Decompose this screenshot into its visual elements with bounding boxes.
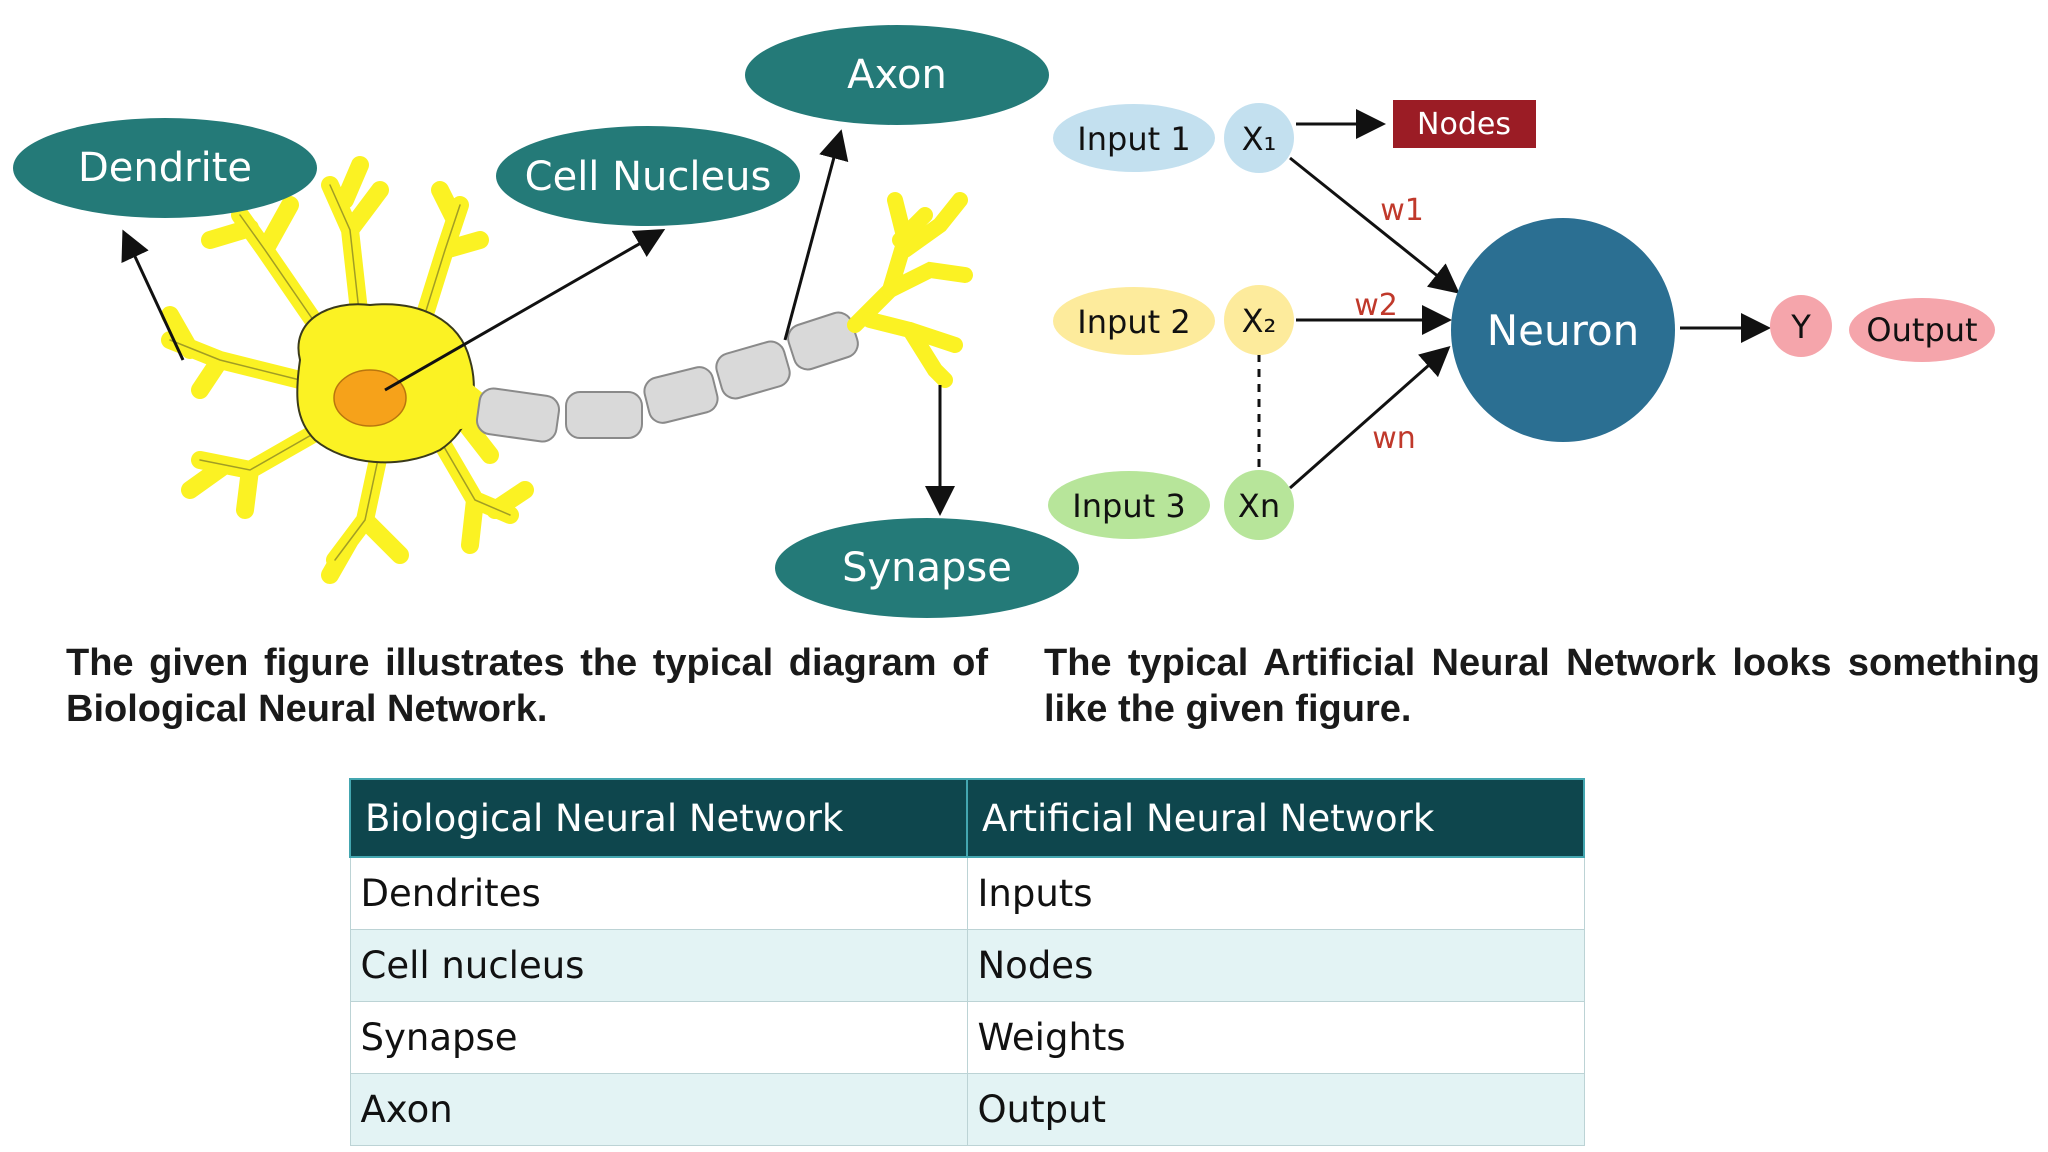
comparison-table: Biological Neural Network Artificial Neu… bbox=[349, 778, 1585, 1146]
weight-w1: w1 bbox=[1380, 193, 1424, 228]
table-cell: Dendrites bbox=[349, 856, 968, 930]
table-header-biological: Biological Neural Network bbox=[349, 778, 968, 858]
table-header-row: Biological Neural Network Artificial Neu… bbox=[349, 778, 1585, 858]
table-row: Synapse Weights bbox=[349, 1001, 1585, 1074]
x-node-2: X₂ bbox=[1224, 285, 1294, 355]
table-row: Dendrites Inputs bbox=[349, 856, 1585, 930]
label-axon-text: Axon bbox=[847, 52, 947, 98]
table-row: Axon Output bbox=[349, 1073, 1585, 1146]
output-pill: Output bbox=[1849, 298, 1995, 362]
table-header-artificial: Artificial Neural Network bbox=[966, 778, 1585, 858]
caption-artificial: The typical Artificial Neural Network lo… bbox=[1044, 642, 2040, 730]
label-synapse-text: Synapse bbox=[842, 545, 1012, 591]
neuron-node: Neuron bbox=[1451, 218, 1675, 442]
neural-network-diagram: Dendrite Cell Nucleus Axon Synapse Input… bbox=[13, 25, 1995, 618]
table-row: Cell nucleus Nodes bbox=[349, 929, 1585, 1002]
input-pill-3: Input 3 bbox=[1048, 471, 1210, 539]
x-node-2-text: X₂ bbox=[1242, 302, 1277, 340]
input-pill-1: Input 1 bbox=[1053, 104, 1215, 172]
x-node-1-text: X₁ bbox=[1242, 120, 1277, 158]
output-node-y-text: Y bbox=[1790, 308, 1811, 346]
label-cell-nucleus-text: Cell Nucleus bbox=[525, 154, 772, 200]
label-axon: Axon bbox=[745, 25, 1049, 125]
x-node-1: X₁ bbox=[1224, 103, 1294, 173]
table-cell: Cell nucleus bbox=[349, 929, 968, 1002]
label-dendrite-text: Dendrite bbox=[78, 145, 252, 191]
dendrite-outlines bbox=[169, 184, 511, 561]
cell-nucleus bbox=[333, 369, 407, 427]
ann-connections bbox=[1257, 109, 1771, 490]
table-cell: Output bbox=[966, 1073, 1585, 1146]
nodes-box-text: Nodes bbox=[1417, 107, 1511, 142]
neuron-text: Neuron bbox=[1487, 306, 1640, 355]
label-synapse: Synapse bbox=[775, 518, 1079, 618]
weight-wn: wn bbox=[1372, 421, 1416, 456]
label-cell-nucleus: Cell Nucleus bbox=[496, 126, 800, 226]
output-node-y: Y bbox=[1770, 295, 1832, 357]
x-node-n-text: Xn bbox=[1238, 487, 1280, 525]
nodes-box: Nodes bbox=[1393, 100, 1536, 148]
caption-biological: The given figure illustrates the typical… bbox=[66, 642, 988, 730]
table-cell: Synapse bbox=[349, 1001, 968, 1074]
input-label-2: Input 2 bbox=[1077, 303, 1190, 341]
biological-neuron bbox=[161, 156, 973, 584]
myelin-sheath bbox=[476, 311, 859, 443]
artificial-network: Input 1 Input 2 Input 3 X₁ X₂ Xn Nodes bbox=[1048, 100, 1995, 540]
input-label-3: Input 3 bbox=[1072, 487, 1185, 525]
label-dendrite: Dendrite bbox=[13, 118, 317, 218]
x-node-n: Xn bbox=[1224, 470, 1294, 540]
weight-w2: w2 bbox=[1354, 288, 1398, 323]
table-cell: Axon bbox=[349, 1073, 968, 1146]
table-cell: Nodes bbox=[966, 929, 1585, 1002]
table-cell: Inputs bbox=[966, 856, 1585, 930]
output-pill-text: Output bbox=[1866, 311, 1977, 349]
table-cell: Weights bbox=[966, 1001, 1585, 1074]
input-label-1: Input 1 bbox=[1077, 120, 1190, 158]
axon-terminal bbox=[847, 192, 973, 388]
input-pill-2: Input 2 bbox=[1053, 287, 1215, 355]
biological-arrows bbox=[121, 129, 955, 516]
